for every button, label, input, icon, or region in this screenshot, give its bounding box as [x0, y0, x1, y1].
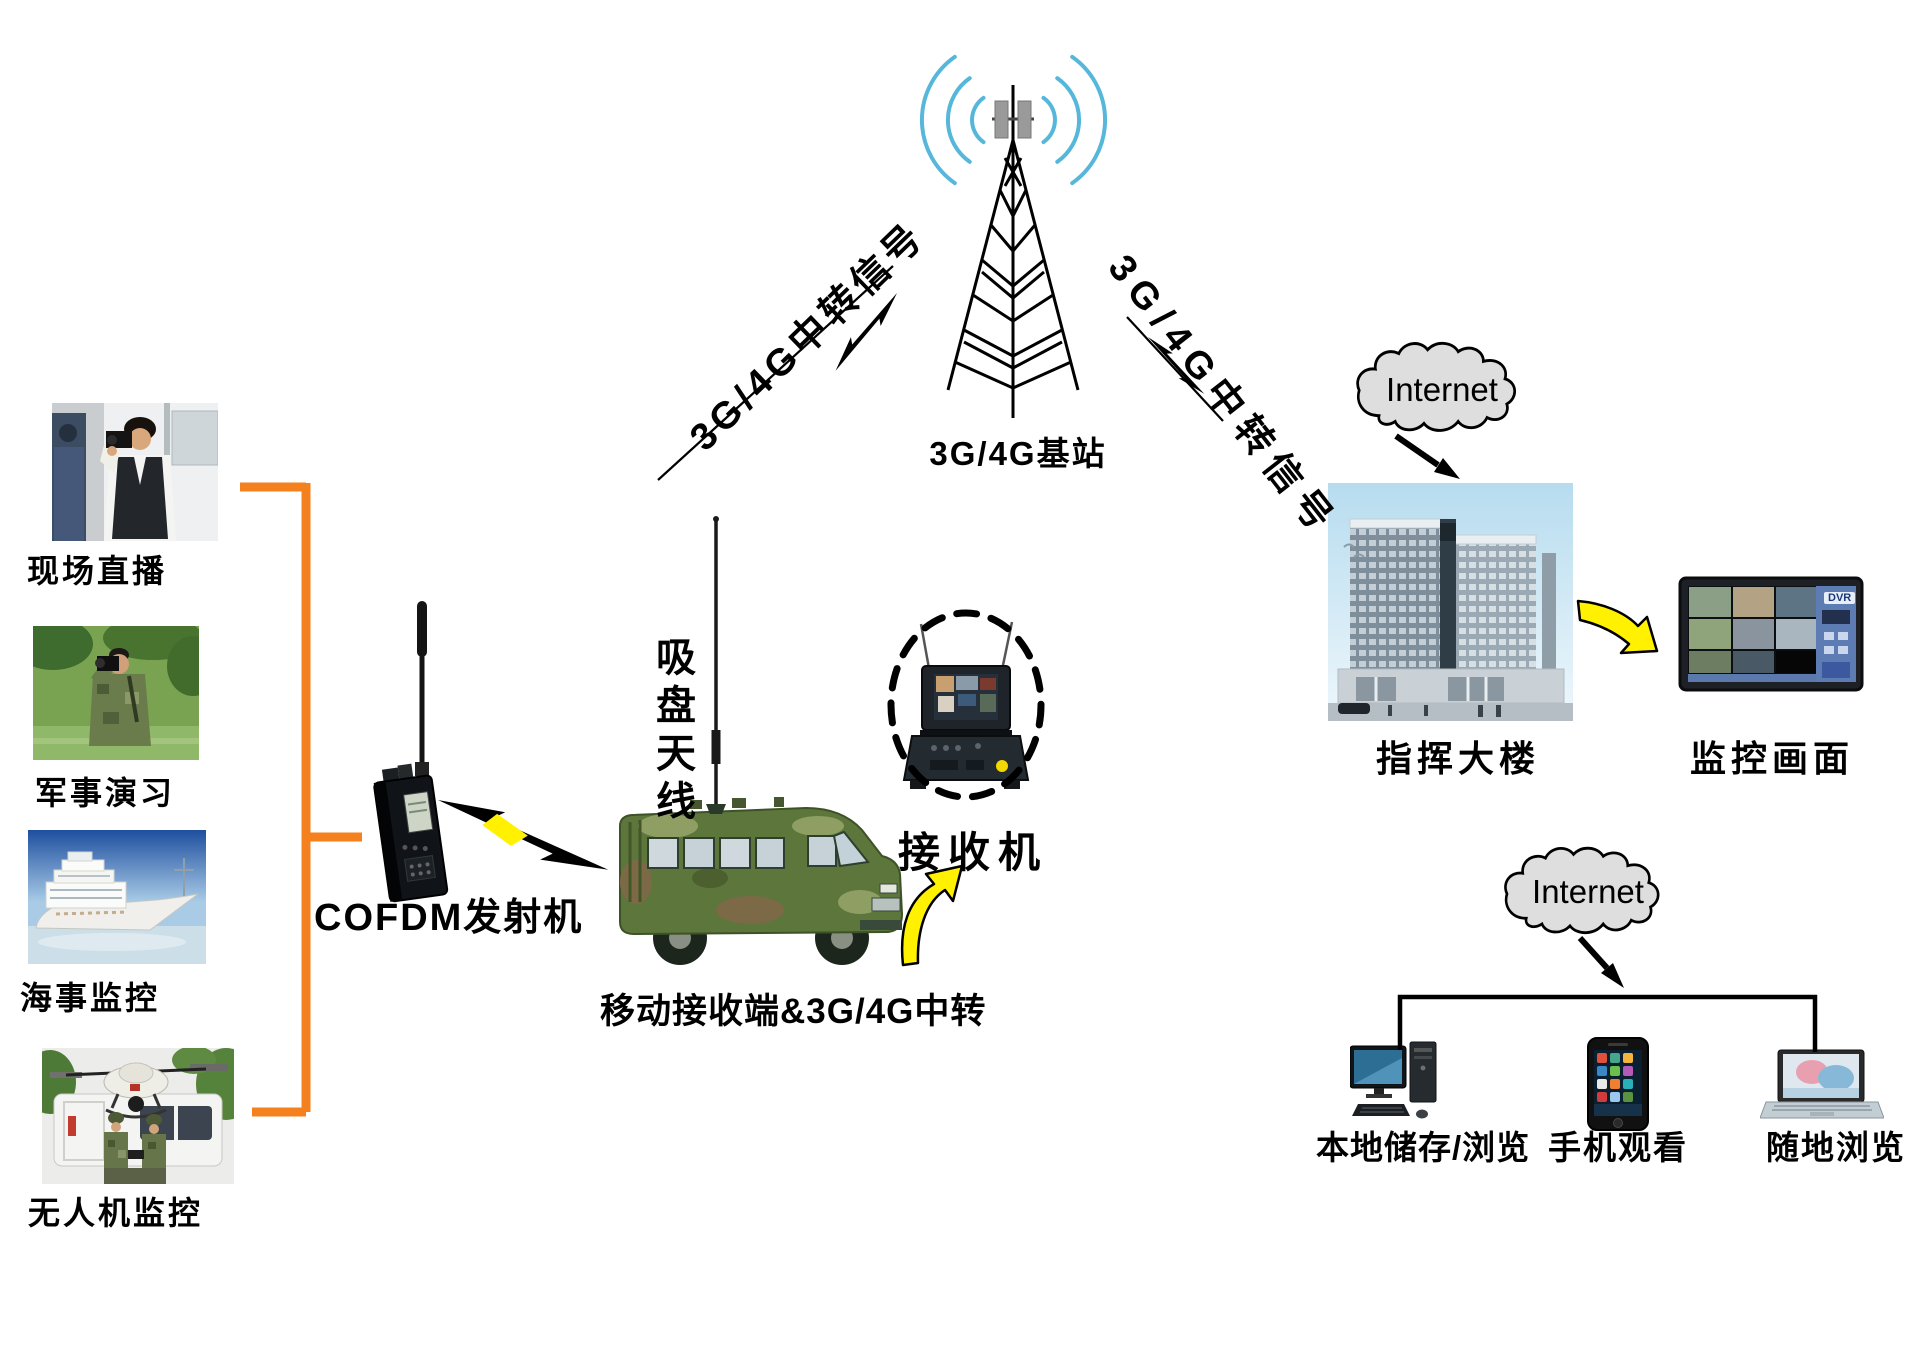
desktop-computer-illustration [1350, 1041, 1437, 1119]
soldier-figures [104, 1112, 166, 1184]
smartphone-illustration [1587, 1037, 1649, 1131]
van-illustration [619, 797, 904, 965]
receiver-case [900, 616, 1032, 802]
surveillance-monitor [1678, 576, 1864, 696]
command-building [1328, 483, 1573, 721]
receiver-illustration [902, 621, 1030, 789]
monitor-illustration [1678, 576, 1864, 692]
photo-live-broadcast [52, 403, 218, 541]
label-live-broadcast: 现场直播 [27, 553, 168, 589]
signal-wave-arcs [920, 54, 1107, 186]
camo-van [610, 782, 910, 972]
label-internet-top: Internet [1386, 371, 1498, 408]
orange-source-bracket [240, 482, 362, 1117]
dvr-badge: DVR [1824, 592, 1856, 604]
app-grid [1594, 1053, 1642, 1116]
label-local-storage: 本地储存/浏览 [1316, 1129, 1531, 1166]
smartphone [1586, 1036, 1650, 1132]
live-broadcast-illustration [52, 403, 218, 541]
photo-maritime [28, 830, 206, 964]
arrow-cloud-to-endpoints [1577, 935, 1624, 988]
arrow-cloud-to-building [1394, 433, 1460, 479]
desktop-computer [1350, 1040, 1446, 1132]
label-cofdm-transmitter: COFDM发射机 [314, 897, 584, 939]
yellow-arrow-van-to-receiver [900, 864, 964, 967]
label-relay-signal-right: 3G/4G中转信号 [1099, 247, 1346, 546]
label-command-building: 指挥大楼 [1376, 738, 1541, 779]
label-relay-signal-left: 3G/4G中转信号 [682, 214, 934, 460]
label-monitor-screen: 监控画面 [1690, 738, 1855, 779]
suction-antenna-rod [706, 516, 726, 814]
cofdm-transmitter-device [356, 596, 472, 908]
drone-illustration [42, 1048, 234, 1184]
base-station-tower [946, 85, 1080, 418]
cofdm-device-illustration [373, 601, 449, 903]
laptop [1760, 1048, 1884, 1124]
label-military-exercise: 军事演习 [35, 775, 176, 811]
yellow-arrow-building-to-monitor [1576, 599, 1659, 655]
tower-antenna-panels [992, 100, 1034, 139]
label-drone: 无人机监控 [28, 1195, 204, 1231]
photo-drone [42, 1048, 234, 1184]
label-receiver: 接收机 [898, 829, 1049, 876]
cofdm-device-body [373, 763, 449, 903]
label-mobile-receiver-relay: 移动接收端&3G/4G中转 [600, 992, 987, 1031]
label-browse-anywhere: 随地浏览 [1766, 1129, 1906, 1166]
label-phone-viewing: 手机观看 [1548, 1129, 1688, 1166]
label-base-station: 3G/4G基站 [929, 435, 1107, 472]
maritime-illustration [28, 830, 206, 964]
laptop-illustration [1760, 1049, 1884, 1119]
building-illustration [1328, 483, 1573, 721]
military-exercise-illustration [33, 626, 199, 760]
photo-military-exercise [33, 626, 199, 760]
label-suction-antenna: 吸盘天线 [650, 636, 694, 828]
label-maritime: 海事监控 [20, 980, 161, 1016]
label-internet-bottom: Internet [1532, 873, 1644, 910]
